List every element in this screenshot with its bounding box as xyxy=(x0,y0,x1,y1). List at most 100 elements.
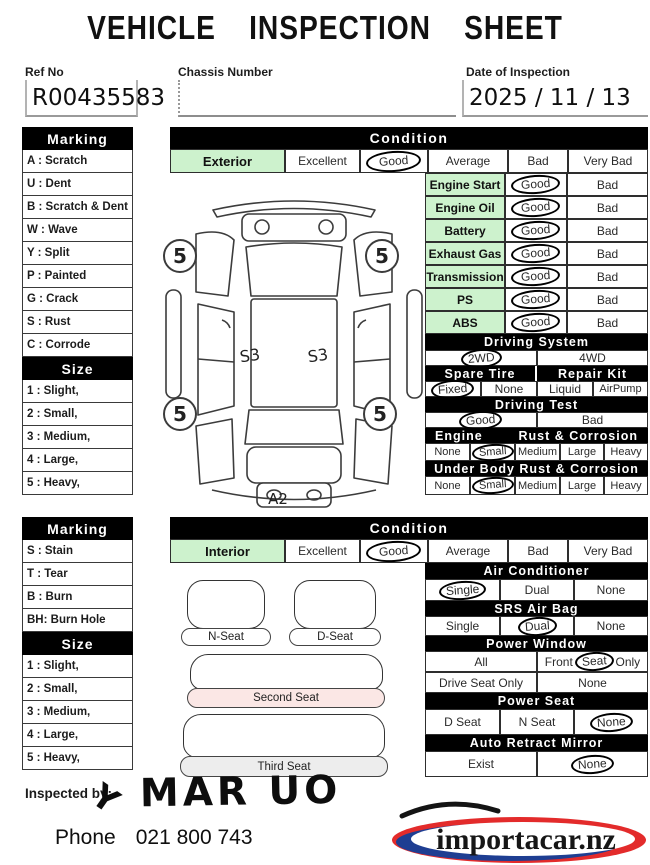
transmission-label: Transmission xyxy=(425,265,505,288)
driving-test-header: Driving Test xyxy=(425,397,648,412)
third-seat-shape xyxy=(183,714,385,758)
engine-start-good: Good xyxy=(505,173,567,196)
ac-none: None xyxy=(574,579,648,601)
chassis-number-field xyxy=(178,80,456,117)
legend-row: B : Scratch & Dent xyxy=(22,196,133,219)
air-conditioner-header: Air Conditioner xyxy=(425,563,648,579)
chassis-number-label: Chassis Number xyxy=(178,65,273,79)
wheel-mark: 5 xyxy=(173,402,187,426)
importacar-logo: importacar.nz xyxy=(392,801,646,863)
interior-option-bad: Bad xyxy=(508,539,568,563)
abs-row: ABS Good Bad xyxy=(425,311,648,334)
legend-row: 2 : Small, xyxy=(22,678,133,701)
second-seat-label: Second Seat xyxy=(187,688,385,708)
spare-tire-fixed: Fixed xyxy=(425,378,481,400)
mirror-exist: Exist xyxy=(425,751,537,777)
engine-rust-heavy: Heavy xyxy=(604,443,648,461)
legend-row: P : Painted xyxy=(22,265,133,288)
d-seat-shape xyxy=(294,580,376,629)
second-seat-shape xyxy=(190,654,383,690)
battery-good: Good xyxy=(505,219,567,242)
underbody-rust-header: Under Body Rust & Corrosion xyxy=(425,461,648,476)
legend-row: S : Stain xyxy=(22,540,133,563)
exterior-option-average: Average xyxy=(428,149,508,173)
repair-kit-header: Repair Kit xyxy=(537,366,648,381)
n-seat-label: N-Seat xyxy=(181,628,271,646)
pw-front-prefix: Front xyxy=(544,654,573,669)
legend-row: W : Wave xyxy=(22,219,133,242)
exterior-condition-header: Condition xyxy=(170,127,648,149)
driving-test-row: Good Bad xyxy=(425,409,648,431)
interior-legend-table: Marking S : Stain T : Tear B : Burn BH: … xyxy=(22,517,133,770)
interior-option-good: Good xyxy=(360,538,428,564)
exterior-option-verybad: Very Bad xyxy=(568,149,648,173)
engine-rust-header-right: Rust & Corrosion xyxy=(518,428,638,443)
legend-row: 4 : Large, xyxy=(22,724,133,747)
interior-option-excellent: Excellent xyxy=(285,539,360,563)
spare-repair-row: Fixed None Liquid AirPump xyxy=(425,378,648,400)
exterior-row-label: Exterior xyxy=(170,149,285,173)
pw-all: All xyxy=(425,651,537,672)
engine-rust-header: Engine Rust & Corrosion xyxy=(425,428,648,443)
pw-drive-seat-only: Drive Seat Only xyxy=(425,672,537,693)
driving-system-4wd: 4WD xyxy=(537,350,648,366)
legend-row: 5 : Heavy, xyxy=(22,472,133,495)
legend-row: C : Corrode xyxy=(22,334,133,357)
ref-no-value: R00435583 xyxy=(32,84,166,111)
exterior-marking-header: Marking xyxy=(22,127,133,150)
legend-row: 2 : Small, xyxy=(22,403,133,426)
srs-dual: Dual xyxy=(500,615,574,637)
spare-repair-headers: Spare Tire Repair Kit xyxy=(425,366,648,381)
transmission-row: Transmission Good Bad xyxy=(425,265,648,288)
legend-row: S : Rust xyxy=(22,311,133,334)
srs-airbag-row: Single Dual None xyxy=(425,615,648,637)
interior-condition-header: Condition xyxy=(170,517,648,539)
ps-label: PS xyxy=(425,288,505,311)
power-seat-header: Power Seat xyxy=(425,693,648,709)
legend-row: U : Dent xyxy=(22,173,133,196)
pw-none: None xyxy=(537,672,648,693)
exterior-option-bad: Bad xyxy=(508,149,568,173)
pw-front-seat-only: Front Seat Only xyxy=(537,650,648,673)
air-conditioner-row: Single Dual None xyxy=(425,578,648,602)
power-window-row1: All Front Seat Only xyxy=(425,650,648,673)
ps-good: Good xyxy=(505,288,567,311)
phone-label: Phone xyxy=(55,826,116,849)
interior-row-label: Interior xyxy=(170,539,285,563)
abs-good: Good xyxy=(505,311,567,334)
exterior-option-excellent: Excellent xyxy=(285,149,360,173)
page-title: VEHICLE INSPECTION SHEET xyxy=(87,10,563,47)
mirror-none: None xyxy=(537,751,648,777)
signature-name: MAR UO xyxy=(139,767,342,817)
underbody-rust-row: None Small Medium Large Heavy xyxy=(425,475,648,496)
srs-airbag-header: SRS Air Bag xyxy=(425,601,648,616)
interior-option-average: Average xyxy=(428,539,508,563)
pseat-n-seat: N Seat xyxy=(500,709,574,735)
legend-row: 1 : Slight, xyxy=(22,380,133,403)
date-of-inspection-label: Date of Inspection xyxy=(466,65,571,79)
date-of-inspection-field: 2025 / 11 / 13 xyxy=(462,80,648,117)
driving-system-row: 2WD 4WD xyxy=(425,347,648,369)
interior-condition-row: Interior Excellent Good Average Bad Very… xyxy=(170,538,648,564)
inspected-by-label: Inspected by: xyxy=(25,786,113,801)
wheel-mark: 5 xyxy=(373,402,387,426)
legend-row: 3 : Medium, xyxy=(22,426,133,449)
driving-system-2wd: 2WD xyxy=(425,347,537,369)
legend-row: T : Tear xyxy=(22,563,133,586)
auto-retract-mirror-row: Exist None xyxy=(425,751,648,777)
legend-row: 4 : Large, xyxy=(22,449,133,472)
srs-none: None xyxy=(574,616,648,636)
underbody-rust-medium: Medium xyxy=(515,476,560,495)
date-of-inspection-value: 2025 / 11 / 13 xyxy=(469,84,631,111)
exhaust-gas-bad: Bad xyxy=(567,242,648,265)
engine-rust-row: None Small Medium Large Heavy xyxy=(425,442,648,462)
third-seat-label: Third Seat xyxy=(180,756,388,777)
interior-option-verybad: Very Bad xyxy=(568,539,648,563)
engine-oil-row: Engine Oil Good Bad xyxy=(425,196,648,219)
repair-kit-airpump: AirPump xyxy=(593,381,648,397)
engine-rust-header-left: Engine xyxy=(435,428,483,443)
ref-no-field: R00435583 xyxy=(25,80,165,117)
interior-marking-header: Marking xyxy=(22,517,133,540)
